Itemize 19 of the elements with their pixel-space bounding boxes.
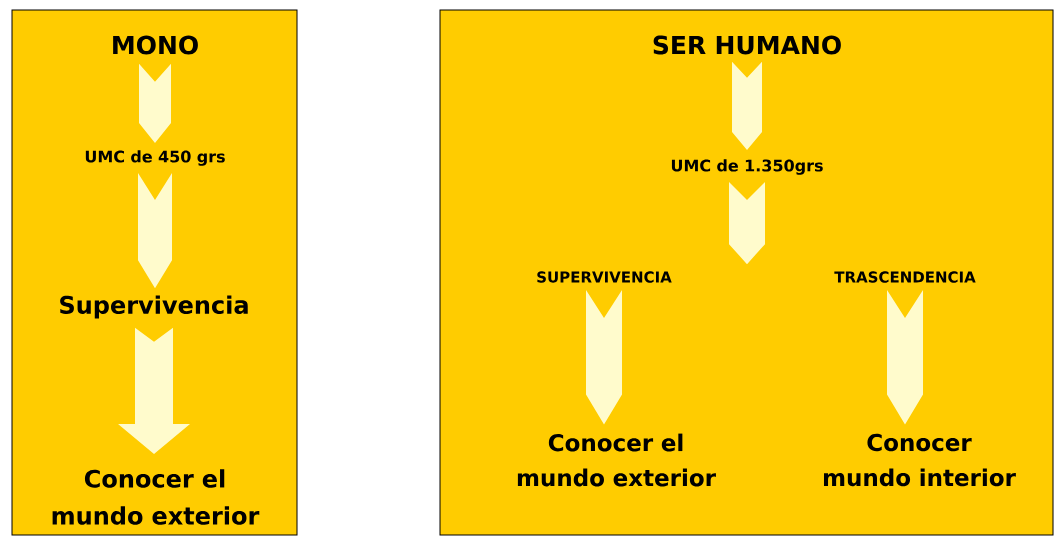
outcome-text: Conocer el mundo exterior <box>52 469 260 525</box>
stage-label: Supervivencia <box>60 295 248 319</box>
block-arrow <box>118 327 190 454</box>
block-arrow <box>586 289 622 425</box>
block-arrow <box>732 61 762 150</box>
block-arrow <box>887 289 923 425</box>
block-arrow <box>139 63 171 143</box>
stage-label: TRASCENDENCIA <box>834 271 976 283</box>
stage-label: SUPERVIVENCIA <box>537 271 672 283</box>
heading: MONO <box>113 35 198 55</box>
panel <box>11 9 298 536</box>
stage-label: UMC de 450 grs <box>85 150 225 166</box>
panel <box>439 9 1054 536</box>
heading: SER HUMANO <box>653 35 841 55</box>
stage-label: UMC de 1.350grs <box>671 159 823 175</box>
outcome-text: Conocer mundo interior <box>824 433 1016 487</box>
block-arrow <box>729 182 765 265</box>
block-arrow <box>138 173 172 289</box>
outcome-text: Conocer el mundo exterior <box>517 433 716 487</box>
